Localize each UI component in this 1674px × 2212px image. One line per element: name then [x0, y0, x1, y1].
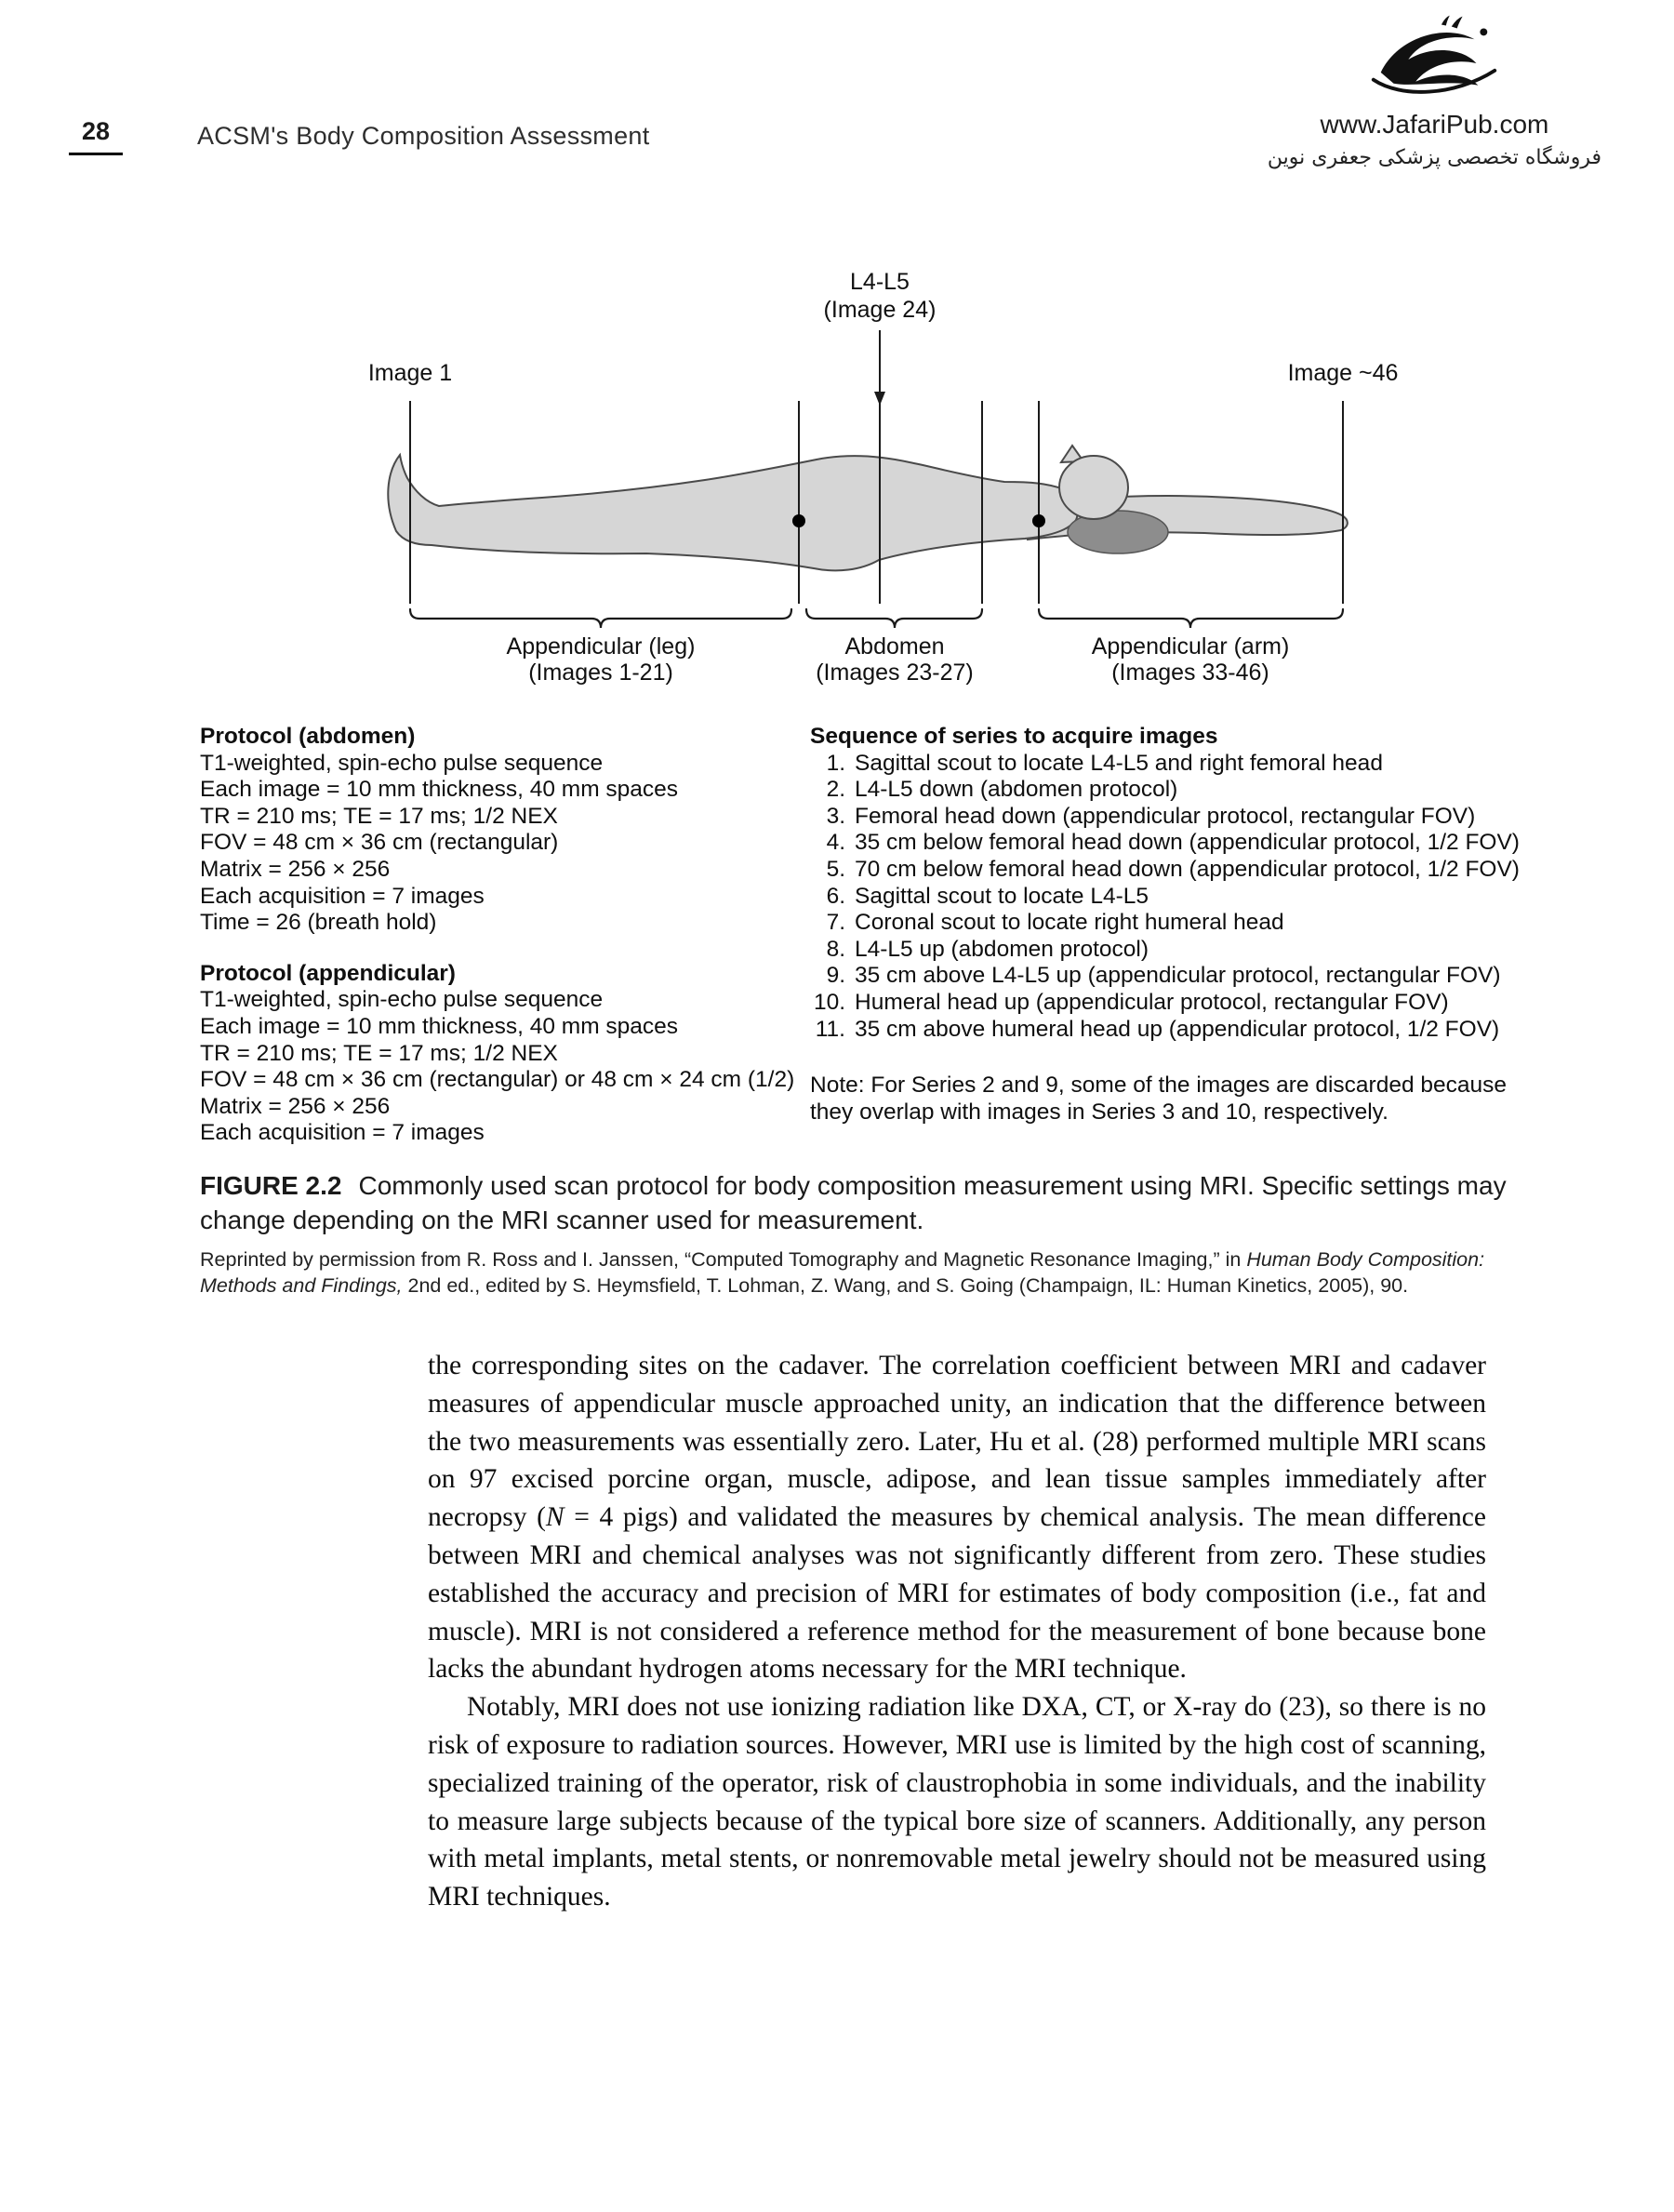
sequence-item: 11. 35 cm above humeral head up (appendic…: [810, 1017, 1554, 1044]
protocol-line: Matrix = 256 × 256: [200, 1093, 391, 1119]
sequence-item-number: 2.: [826, 777, 845, 803]
protocol-line: T1-weighted, spin-echo pulse sequence: [200, 987, 604, 1013]
region-leg-label: Appendicular (leg): [507, 633, 696, 660]
sequence-item: 5. 70 cm below femoral head down (appendi…: [810, 857, 1554, 884]
paragraph-1-variable-n: N: [545, 1502, 565, 1533]
page-number: 28: [69, 117, 124, 155]
region-arm-label: Appendicular (arm): [1092, 633, 1290, 660]
protocol-line: Time = 26 (breath hold): [200, 910, 437, 936]
sequence-item: 10. Humeral head up (appendicular protoco…: [810, 990, 1554, 1017]
image-last-label: Image ~46: [1288, 360, 1399, 386]
humeral-head-dot: [1032, 514, 1045, 527]
region-arm-images: (Images 33-46): [1111, 660, 1269, 686]
protocol-line: Matrix = 256 × 256: [200, 856, 391, 882]
region-leg-images: (Images 1-21): [528, 660, 673, 686]
running-head-title: ACSM's Body Composition Assessment: [197, 122, 650, 150]
region-abdomen-images: (Images 23-27): [816, 660, 974, 686]
credit-text-pre: Reprinted by permission from R. Ross and…: [200, 1248, 1247, 1271]
sequence-title: Sequence of series to acquire images: [810, 724, 1218, 749]
l4l5-label: L4-L5: [850, 269, 910, 295]
protocol-line: TR = 210 ms; TE = 17 ms; 1/2 NEX: [200, 803, 558, 829]
sequence-item-text: L4-L5 down (abdomen protocol): [855, 777, 1178, 803]
publisher-brand: www.JafariPub.com فروشگاه تخصصی پزشکی جع…: [1268, 11, 1601, 169]
protocol-abdomen-title: Protocol (abdomen): [200, 724, 416, 749]
sequence-item-number: 10.: [813, 989, 845, 1015]
brace-abdomen: [804, 607, 984, 629]
sequence-item-number: 3.: [826, 803, 845, 829]
sequence-item-text: 35 cm above L4-L5 up (appendicular proto…: [855, 963, 1501, 989]
body-text: the corresponding sites on the cadaver. …: [428, 1347, 1486, 1916]
sequence-item: 7. Coronal scout to locate right humeral …: [810, 910, 1554, 937]
sequence-item-text: L4-L5 up (abdomen protocol): [855, 936, 1149, 962]
protocol-line: Each image = 10 mm thickness, 40 mm spac…: [200, 1013, 679, 1039]
sequence-item: 6. Sagittal scout to locate L4-L5: [810, 884, 1554, 911]
figure-caption-label: FIGURE 2.2: [200, 1171, 342, 1200]
sequence-item-text: Sagittal scout to locate L4-L5 and right…: [855, 750, 1383, 776]
jafaripub-logo-icon: [1372, 15, 1497, 94]
figure-credit: Reprinted by permission from R. Ross and…: [200, 1246, 1511, 1299]
protocol-line: FOV = 48 cm × 36 cm (rectangular) or 48 …: [200, 1067, 795, 1093]
sequence-note: Note: For Series 2 and 9, some of the im…: [810, 1073, 1508, 1125]
protocol-line: Each acquisition = 7 images: [200, 1120, 485, 1146]
sequence-item-text: 70 cm below femoral head down (appendicu…: [855, 856, 1520, 882]
mri-scan-protocol-diagram: L4-L5 (Image 24) Image 1 Image ~46 Appen…: [368, 269, 1399, 686]
sequence-item-text: Sagittal scout to locate L4-L5: [855, 883, 1149, 909]
sequence-item-text: Humeral head up (appendicular protocol, …: [855, 989, 1449, 1015]
sequence-item-number: 8.: [826, 936, 845, 962]
protocol-column: Protocol (abdomen) T1-weighted, spin-ech…: [200, 724, 804, 1147]
sequence-item-text: Femoral head down (appendicular protocol…: [855, 803, 1476, 829]
sequence-item: 8. L4-L5 up (abdomen protocol): [810, 937, 1554, 964]
sequence-item-number: 7.: [826, 910, 845, 936]
credit-book-title: Human Body Composition: Methods and Find…: [200, 1248, 1485, 1297]
l4l5-image-label: (Image 24): [824, 297, 937, 323]
protocol-appendicular-title: Protocol (appendicular): [200, 960, 456, 986]
protocol-line: Each image = 10 mm thickness, 40 mm spac…: [200, 777, 679, 803]
paragraph-1-post: = 4 pigs) and validated the measures by …: [428, 1502, 1486, 1685]
sequence-item-number: 1.: [826, 750, 845, 776]
paragraph-1-pre: the corresponding sites on the cadaver. …: [428, 1351, 1486, 1533]
head-silhouette: [1058, 455, 1129, 520]
figure-caption-text: Commonly used scan protocol for body com…: [200, 1171, 1507, 1234]
protocol-line: T1-weighted, spin-echo pulse sequence: [200, 750, 604, 776]
publisher-website: www.JafariPub.com: [1320, 110, 1549, 139]
sequence-item: 1. Sagittal scout to locate L4-L5 and rig…: [810, 751, 1554, 778]
sequence-item-number: 9.: [826, 963, 845, 989]
sequence-item-text: Coronal scout to locate right humeral he…: [855, 910, 1284, 936]
body-silhouette: [387, 452, 1079, 572]
paragraph-2: Notably, MRI does not use ionizing radia…: [428, 1692, 1486, 1912]
sequence-item-text: 35 cm above humeral head up (appendicula…: [855, 1016, 1500, 1042]
femoral-head-dot: [792, 514, 805, 527]
sequence-item: 3. Femoral head down (appendicular protoc…: [810, 804, 1554, 831]
credit-text-post: 2nd ed., edited by S. Heymsfield, T. Loh…: [402, 1274, 1409, 1297]
sequence-item: 9. 35 cm above L4-L5 up (appendicular pro…: [810, 963, 1554, 990]
region-abdomen-label: Abdomen: [844, 633, 944, 660]
brace-arm: [1037, 607, 1345, 629]
publisher-tagline-farsi: فروشگاه تخصصی پزشکی جعفری نوین: [1267, 146, 1601, 169]
sequence-item-number: 5.: [826, 856, 845, 882]
sequence-item-number: 11.: [815, 1016, 845, 1042]
sequence-item-text: 35 cm below femoral head down (appendicu…: [855, 830, 1520, 856]
protocol-line: TR = 210 ms; TE = 17 ms; 1/2 NEX: [200, 1040, 558, 1066]
sequence-column: Sequence of series to acquire images 1. S…: [810, 724, 1554, 1126]
paragraph-1: the corresponding sites on the cadaver. …: [428, 1347, 1486, 1688]
sequence-item-number: 6.: [826, 883, 845, 909]
sequence-item: 2. L4-L5 down (abdomen protocol): [810, 777, 1554, 804]
sequence-item: 4. 35 cm below femoral head down (appendi…: [810, 830, 1554, 857]
protocol-line: FOV = 48 cm × 36 cm (rectangular): [200, 830, 559, 856]
sequence-item-number: 4.: [826, 830, 845, 856]
l4l5-arrow-head: [874, 392, 885, 406]
brace-leg: [408, 607, 793, 629]
protocol-line: Each acquisition = 7 images: [200, 883, 485, 909]
image-first-label: Image 1: [368, 360, 452, 386]
